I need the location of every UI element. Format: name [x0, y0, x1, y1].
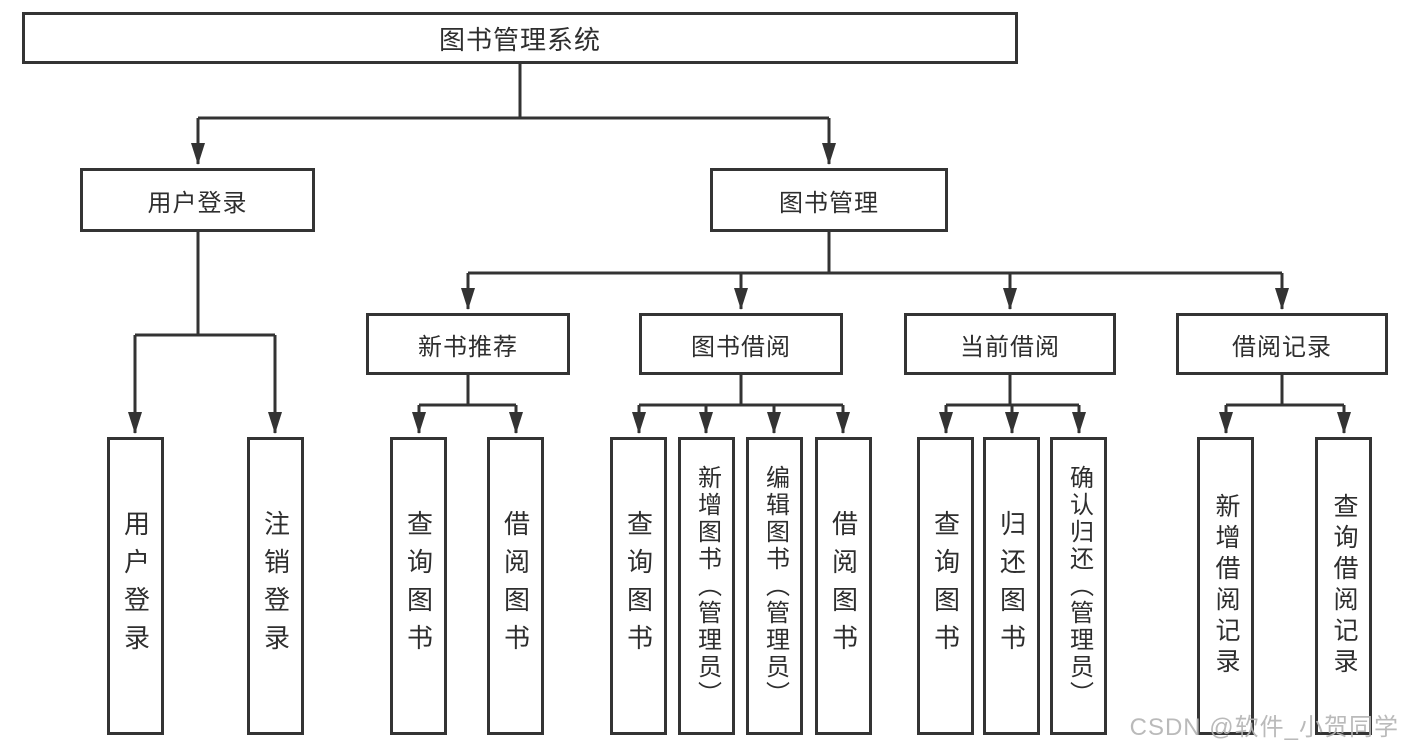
leaf-bb-query-book: 查询图书 — [610, 437, 667, 735]
node-user-login: 用户登录 — [80, 168, 315, 232]
node-label: 新增图书（管理员） — [693, 464, 721, 708]
node-label: 新书推荐 — [418, 333, 518, 361]
node-label: 借阅图书 — [500, 510, 531, 662]
node-label: 确认归还（管理员） — [1065, 464, 1093, 708]
tree-rails — [135, 64, 1344, 407]
node-label: 借阅图书 — [828, 510, 859, 662]
node-borrow-records: 借阅记录 — [1176, 313, 1388, 375]
leaf-cb-return-book: 归还图书 — [983, 437, 1040, 735]
node-label: 图书借阅 — [691, 333, 791, 361]
node-label: 图书管理 — [779, 189, 879, 217]
leaf-cb-query-book: 查询图书 — [917, 437, 974, 735]
leaf-bb-borrow-book: 借阅图书 — [815, 437, 872, 735]
node-label: 用户登录 — [120, 510, 151, 662]
node-label: 用户登录 — [147, 189, 248, 217]
node-label: 查询借阅记录 — [1330, 493, 1358, 679]
node-label: 查询图书 — [930, 510, 961, 662]
node-label: 编辑图书（管理员） — [761, 464, 789, 708]
node-current-borrow: 当前借阅 — [904, 313, 1116, 375]
leaf-bb-edit-book-admin: 编辑图书（管理员） — [746, 437, 803, 735]
csdn-watermark: CSDN @软件_小贺同学 — [1129, 714, 1399, 741]
leaf-nbr-borrow-book: 借阅图书 — [487, 437, 544, 735]
node-label: 注销登录 — [260, 510, 291, 662]
leaf-cb-confirm-return-admin: 确认归还（管理员） — [1050, 437, 1107, 735]
leaf-br-query-record: 查询借阅记录 — [1315, 437, 1372, 735]
node-label: 查询图书 — [623, 510, 654, 662]
node-root: 图书管理系统 — [22, 12, 1018, 64]
node-label: 新增借阅记录 — [1212, 493, 1240, 679]
node-label: 当前借阅 — [960, 333, 1060, 361]
node-label: 借阅记录 — [1232, 333, 1332, 361]
leaf-bb-add-book-admin: 新增图书（管理员） — [678, 437, 735, 735]
leaf-user-login: 用户登录 — [107, 437, 164, 735]
node-label: 查询图书 — [403, 510, 434, 662]
leaf-nbr-query-book: 查询图书 — [390, 437, 447, 735]
leaf-logout: 注销登录 — [247, 437, 304, 735]
node-book-borrow: 图书借阅 — [639, 313, 843, 375]
node-new-book-recommend: 新书推荐 — [366, 313, 570, 375]
node-label: 图书管理系统 — [438, 24, 601, 55]
node-book-management: 图书管理 — [710, 168, 948, 232]
leaf-br-add-record: 新增借阅记录 — [1197, 437, 1254, 735]
node-label: 归还图书 — [996, 510, 1027, 662]
